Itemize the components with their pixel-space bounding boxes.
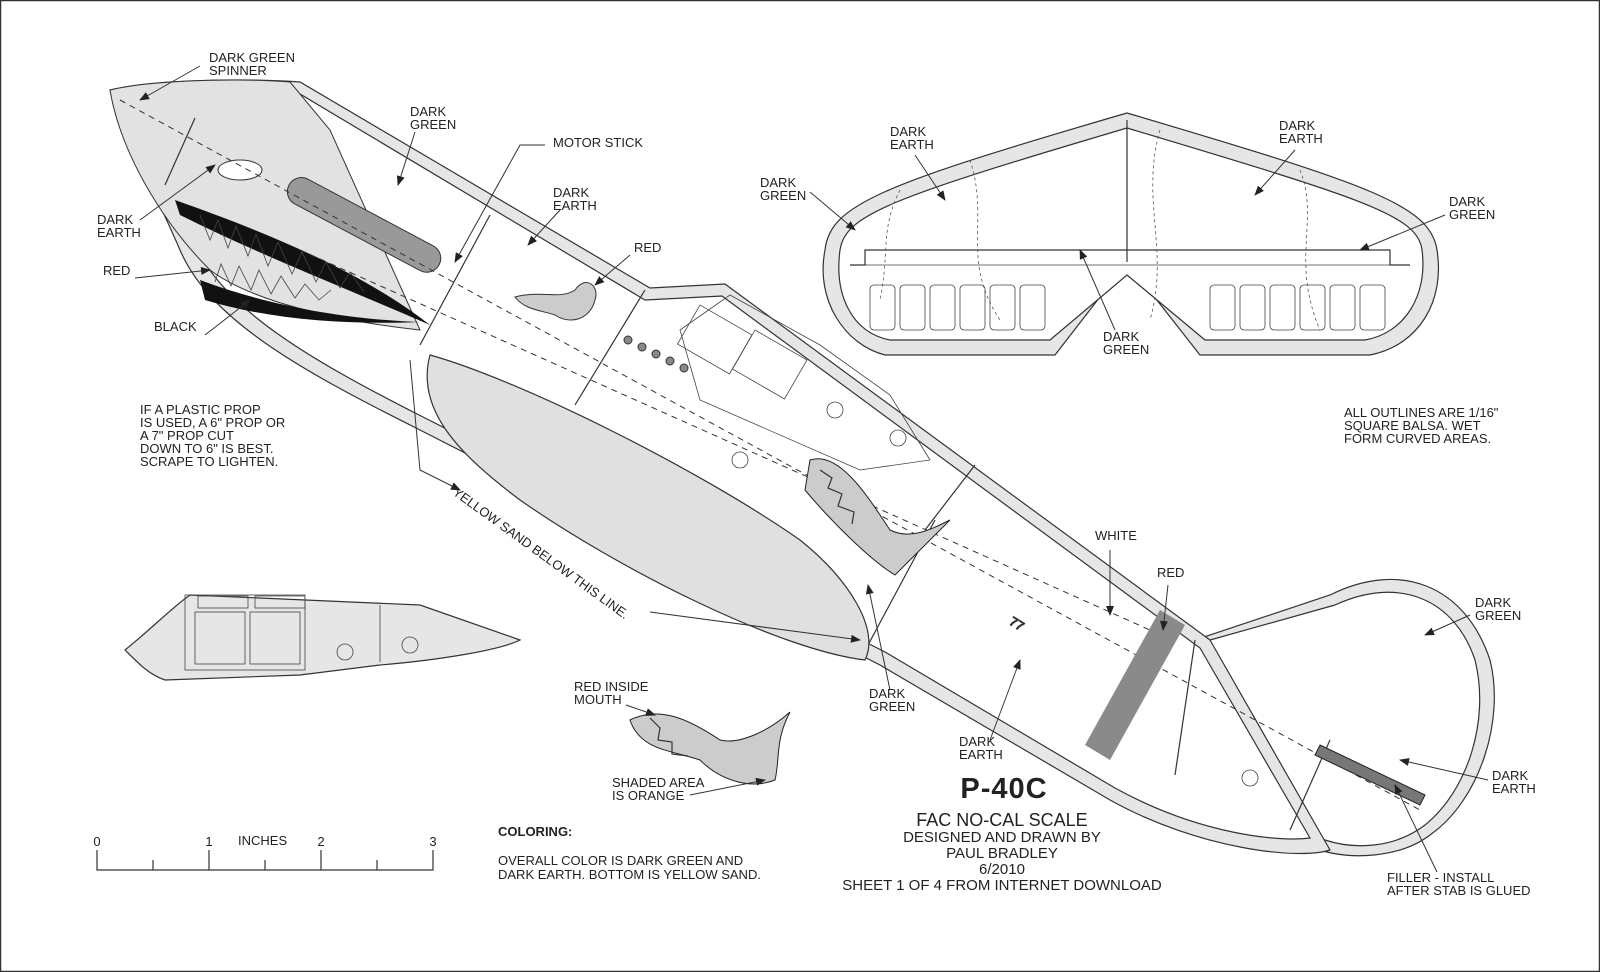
label-band-red: RED (1157, 565, 1184, 580)
coloring-note: COLORING: OVERALL COLOR IS DARK GREEN AN… (498, 824, 761, 882)
scale-tick-label: 3 (429, 834, 436, 849)
wing-root-yellow-sand (426, 354, 870, 661)
red-band (1085, 610, 1185, 760)
label-motor-stick: MOTOR STICK (553, 135, 643, 150)
flying-tiger-insignia (629, 711, 791, 785)
credit-line: PAUL BRADLEY (946, 845, 1058, 862)
coloring-line: OVERALL COLOR IS DARK GREEN AND (498, 853, 743, 868)
subtitle: FAC NO-CAL SCALE (916, 810, 1087, 830)
label-mouth-red: RED (103, 263, 130, 278)
credit-line: 6/2010 (979, 861, 1025, 878)
label-number-white: WHITE (1095, 528, 1137, 543)
label-pinup-red: RED (634, 240, 661, 255)
label-mouth-black: BLACK (154, 319, 197, 334)
credit-line: DESIGNED AND DRAWN BY (903, 829, 1101, 846)
coloring-line: DARK EARTH. BOTTOM IS YELLOW SAND. (498, 867, 761, 882)
scale-bar: 0 1 2 3 INCHES (93, 833, 437, 871)
title-block: P-40C FAC NO-CAL SCALE DESIGNED AND DRAW… (842, 773, 1162, 894)
pinup-figure (514, 282, 597, 321)
scale-tick-label: 0 (93, 834, 100, 849)
scale-tick-label: 1 (205, 834, 212, 849)
scale-tick-label: 2 (317, 834, 324, 849)
flying-tiger-emblem (804, 458, 951, 576)
canopy-detail-view (124, 594, 522, 681)
wing-plan-view (822, 112, 1439, 356)
model-title: P-40C (960, 773, 1047, 805)
credit-line: SHEET 1 OF 4 FROM INTERNET DOWNLOAD (842, 877, 1162, 894)
fuselage-side-view: 77 (109, 79, 1495, 857)
shark-mouth-upper (175, 200, 430, 325)
leader-lines (134, 65, 1489, 873)
scale-unit-label: INCHES (238, 833, 287, 848)
coloring-heading: COLORING: (498, 824, 572, 839)
